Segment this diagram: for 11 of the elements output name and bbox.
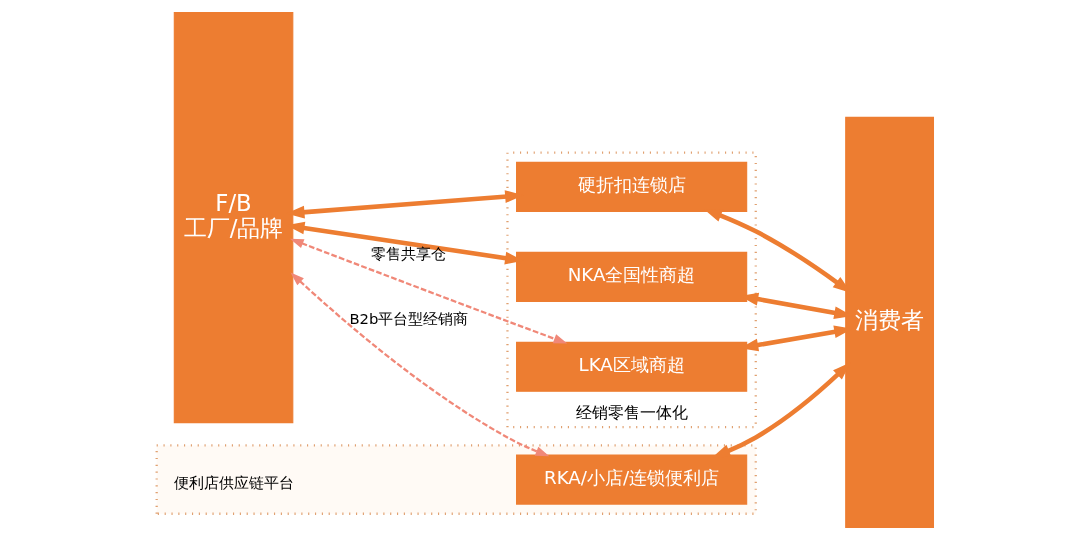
node-box: RKA/小店/连锁便利店	[515, 454, 747, 505]
node-box: 消费者	[844, 116, 934, 528]
node-box: 硬折扣连锁店	[515, 161, 747, 212]
node-box: F/B 工厂/品牌	[173, 12, 293, 424]
node-box: LKA区域商超	[515, 341, 747, 392]
arrow	[290, 272, 549, 457]
arrow	[289, 238, 567, 344]
edge-label: B2b平台型经销商	[348, 309, 468, 327]
edge-label: 零售共享仓	[370, 245, 446, 263]
node-box: NKA全国性商超	[515, 251, 747, 302]
label: 便利店供应链平台	[173, 474, 294, 491]
